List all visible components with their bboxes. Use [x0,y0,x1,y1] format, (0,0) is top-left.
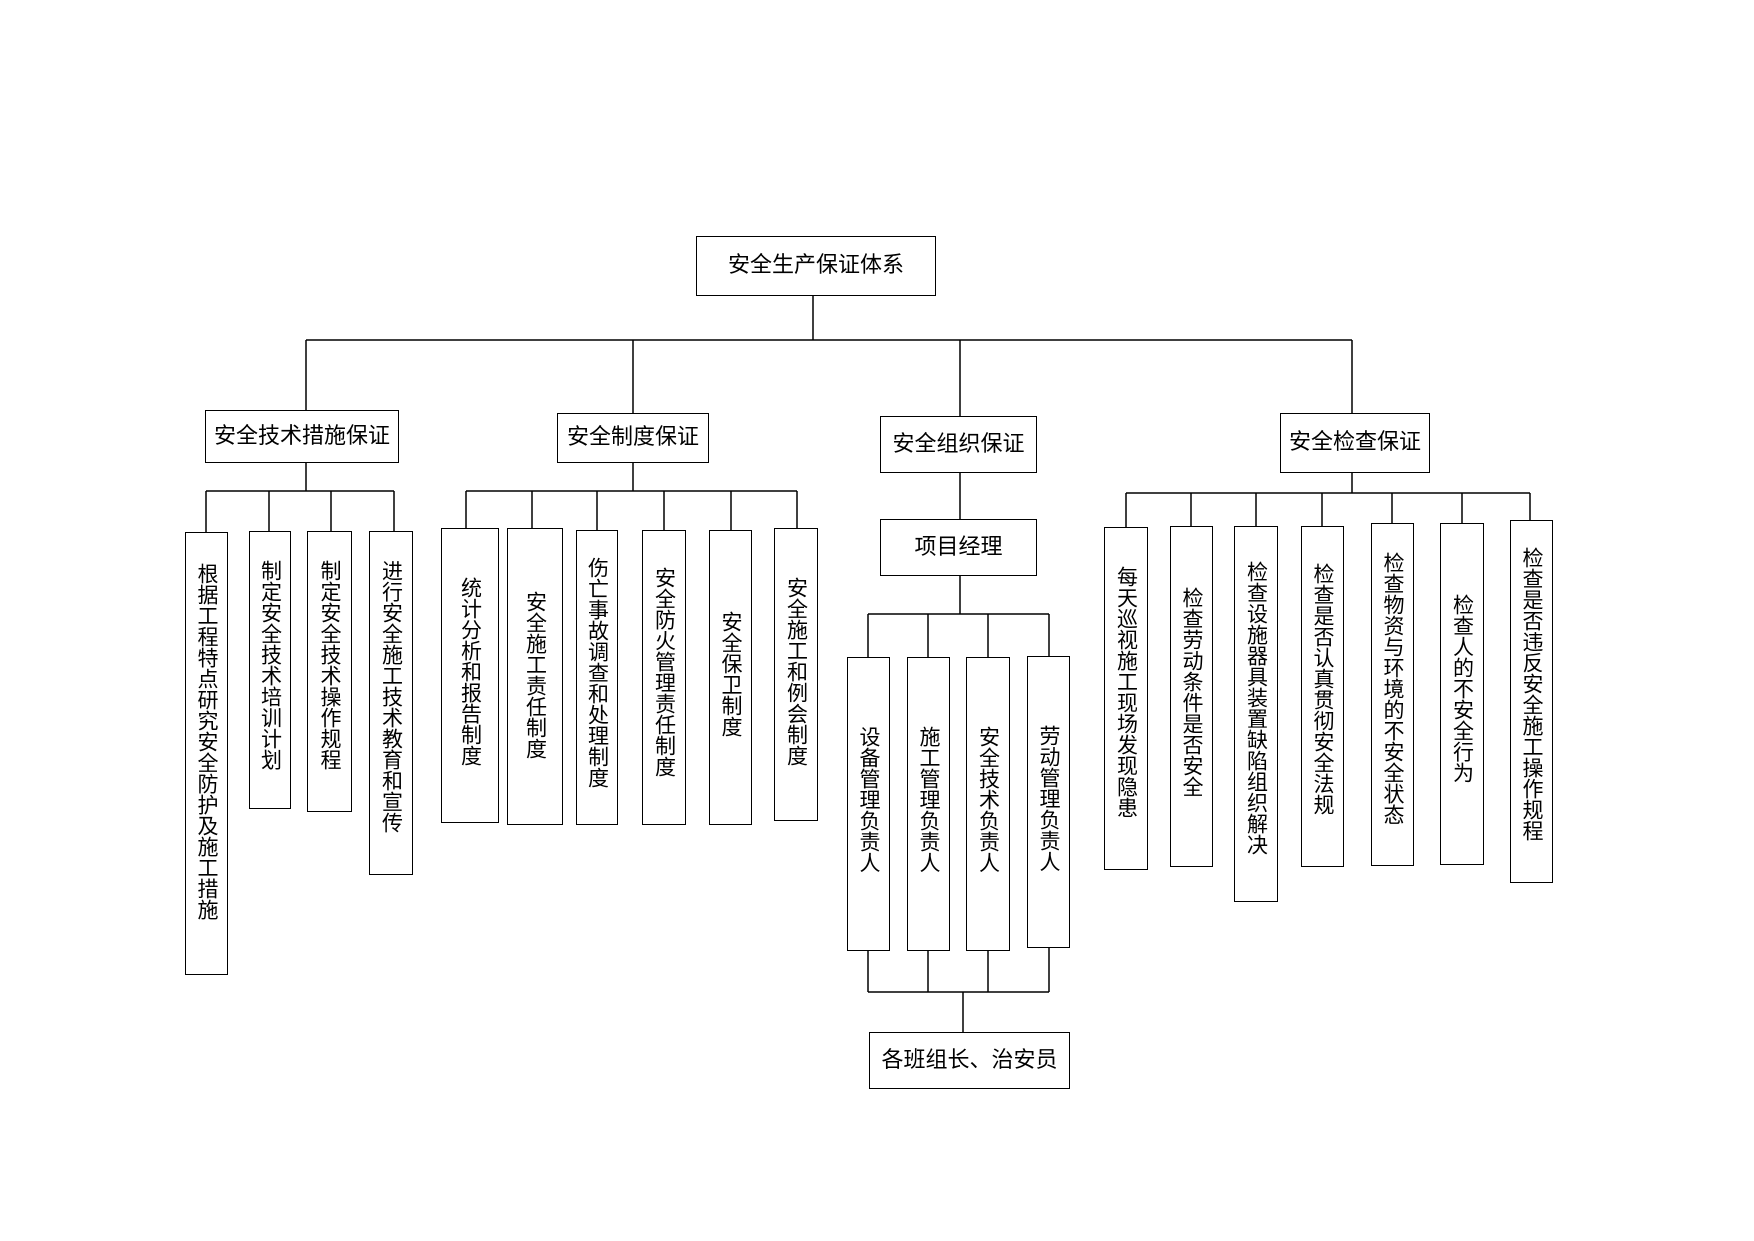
inspect-item: 检查是否违反安全施工操作规程 [1510,520,1553,883]
system-item-label: 统计分析和报告制度 [458,577,483,766]
org-manager-label: 项目经理 [914,534,1003,560]
org-bottom-label: 各班组长、治安员 [881,1047,1058,1073]
category-org: 安全组织保证 [880,416,1037,473]
category-inspect: 安全检查保证 [1280,413,1430,473]
category-org-label: 安全组织保证 [892,431,1025,457]
inspect-item-label: 检查人的不安全行为 [1450,594,1475,783]
system-item-label: 伤亡事故调查和处理制度 [585,557,610,788]
inspect-item: 检查人的不安全行为 [1440,523,1484,865]
system-item: 安全防火管理责任制度 [642,530,686,825]
inspect-item-label: 检查是否认真贯彻安全法规 [1311,563,1335,815]
system-item: 伤亡事故调查和处理制度 [576,530,618,825]
category-tech-label: 安全技术措施保证 [213,423,390,449]
tech-item-label: 制定安全技术培训计划 [258,560,283,770]
inspect-item-label: 每天巡视施工现场发现隐患 [1114,566,1139,818]
inspect-item-label: 检查设施器具装置缺陷组织解决 [1244,561,1269,855]
org-item-label: 设备管理负责人 [857,726,881,873]
inspect-item: 检查劳动条件是否安全 [1170,526,1213,867]
root-node: 安全生产保证体系 [696,236,936,296]
system-item: 统计分析和报告制度 [441,528,499,823]
tech-item-label: 制定安全技术操作规程 [318,560,342,770]
tech-item: 根据工程特点研究安全防护及施工措施 [185,532,228,975]
org-item-label: 安全技术负责人 [976,726,1001,873]
category-inspect-label: 安全检查保证 [1288,430,1421,455]
category-system: 安全制度保证 [557,413,709,463]
system-item: 安全施工责任制度 [507,528,563,825]
root-label: 安全生产保证体系 [727,253,904,278]
inspect-item-label: 检查是否违反安全施工操作规程 [1520,547,1544,841]
org-item-label: 施工管理负责人 [917,726,941,873]
system-item-label: 安全施工和例会制度 [784,577,809,766]
system-item-label: 安全施工责任制度 [523,591,548,759]
tech-item-label: 进行安全施工技术教育和宣传 [379,560,404,833]
org-item: 设备管理负责人 [847,657,890,951]
inspect-item-label: 检查物资与环境的不安全状态 [1381,552,1405,825]
category-system-label: 安全制度保证 [566,425,699,450]
tech-item-label: 根据工程特点研究安全防护及施工措施 [195,563,219,920]
org-bottom-node: 各班组长、治安员 [869,1032,1070,1089]
org-item: 施工管理负责人 [907,657,950,951]
tech-item: 制定安全技术操作规程 [307,531,352,812]
inspect-item: 每天巡视施工现场发现隐患 [1104,527,1148,870]
tech-item: 进行安全施工技术教育和宣传 [369,531,413,875]
org-item: 安全技术负责人 [966,657,1010,951]
org-item-label: 劳动管理负责人 [1037,725,1061,872]
inspect-item: 检查是否认真贯彻安全法规 [1301,526,1344,867]
system-item-label: 安全防火管理责任制度 [652,567,677,777]
inspect-item: 检查物资与环境的不安全状态 [1371,523,1414,866]
category-tech: 安全技术措施保证 [205,410,399,463]
system-item: 安全施工和例会制度 [774,528,818,821]
org-item: 劳动管理负责人 [1027,656,1070,948]
org-manager-node: 项目经理 [880,519,1037,576]
inspect-item-label: 检查劳动条件是否安全 [1180,587,1204,797]
system-item: 安全保卫制度 [709,530,752,825]
tech-item: 制定安全技术培训计划 [249,531,291,809]
inspect-item: 检查设施器具装置缺陷组织解决 [1234,526,1278,902]
system-item-label: 安全保卫制度 [719,611,743,737]
